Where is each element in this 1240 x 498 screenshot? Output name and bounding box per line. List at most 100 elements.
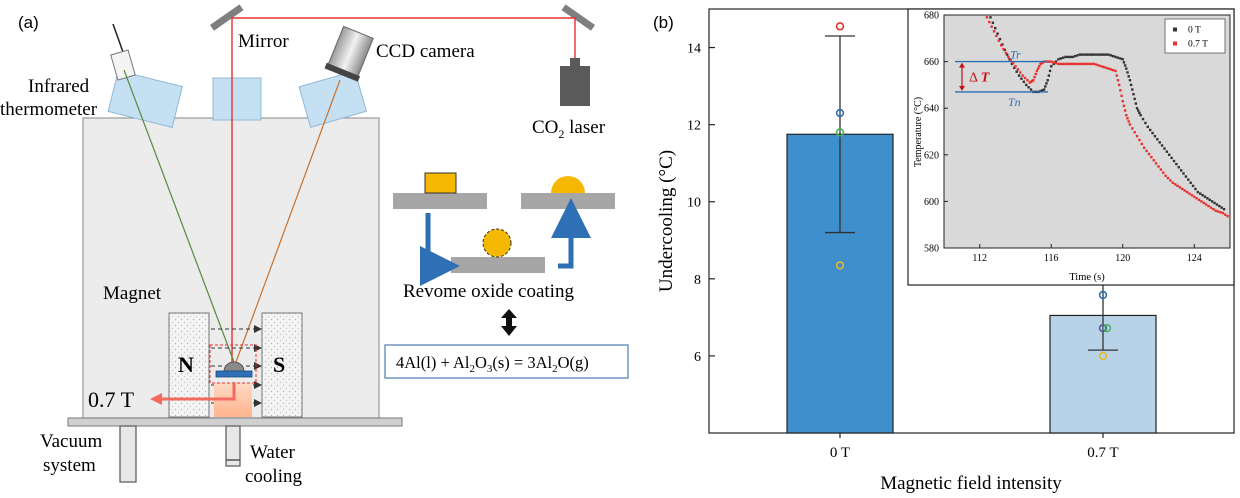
inset-point-07T: [1032, 79, 1035, 82]
inset-point-07T: [1143, 146, 1146, 150]
field-arrowhead: [150, 393, 162, 405]
inset-point-07T: [1126, 117, 1129, 120]
inset-point-07T: [1125, 113, 1128, 117]
inset-point-07T: [992, 30, 996, 33]
inset-point-07T: [1131, 127, 1134, 130]
base-plate: [67, 417, 403, 427]
inset-point-0T: [1015, 70, 1018, 73]
main-error-bars: [825, 35, 1118, 351]
inset-point-07T: [1123, 109, 1127, 112]
inset-point-0T: [1066, 55, 1070, 59]
equation-box: [384, 344, 629, 379]
oxide-cube: [424, 172, 457, 194]
inset-point-07T: [1085, 62, 1089, 66]
inset-point-07T: [995, 34, 998, 38]
data-point: [1098, 290, 1108, 300]
inset-point-07T: [1181, 187, 1184, 191]
inset-point-0T: [1203, 195, 1207, 198]
inset-point-07T: [1169, 179, 1172, 182]
inset-point-07T: [1011, 61, 1015, 65]
inset-point-0T: [1129, 83, 1133, 87]
inset-point-07T: [1216, 210, 1220, 213]
inset-point-07T: [1145, 149, 1148, 153]
inset-point-07T: [1171, 181, 1174, 184]
mirror-right: [561, 4, 596, 31]
inset-y-tick-label: 660: [924, 57, 939, 68]
inset-point-07T: [1034, 72, 1037, 76]
x-tick-label: 0 T: [830, 445, 850, 461]
inset-point-07T: [1014, 65, 1017, 68]
inset-point-0T: [1020, 77, 1023, 80]
inset-point-07T: [1115, 74, 1118, 77]
inset-point-0T: [1132, 93, 1135, 96]
legend-marker: [1173, 41, 1177, 46]
inset-point-07T: [1202, 201, 1205, 205]
inset-point-0T: [1073, 54, 1077, 58]
inset-point-0T: [1135, 107, 1139, 110]
equation: 4Al(l) + Al2O3(s) = 3Al2O(g): [396, 353, 589, 375]
inset-point-07T: [997, 39, 1001, 42]
substrate-right: [521, 193, 615, 209]
inset-point-0T: [1123, 64, 1127, 67]
inset-point-0T: [1119, 57, 1122, 60]
inset-point-0T: [1222, 207, 1226, 211]
inset-point-07T: [1188, 192, 1191, 195]
inset-point-07T: [1109, 68, 1113, 71]
inset-point-07T: [990, 25, 993, 28]
inset-point-0T: [1201, 193, 1204, 197]
inset-point-0T: [1054, 60, 1058, 63]
inset-point-0T: [1081, 53, 1084, 56]
inset-point-0T: [1027, 86, 1030, 89]
inset-point-07T: [1016, 68, 1020, 71]
inset-point-07T: [1195, 197, 1198, 200]
inset-point-0T: [1100, 53, 1103, 56]
inset-point-07T: [1081, 62, 1084, 66]
inset-point-0T: [1025, 83, 1028, 87]
inset-point-0T: [1076, 54, 1079, 57]
data-point: [835, 108, 845, 118]
inset-point-0T: [1022, 80, 1026, 83]
inset-point-07T: [1135, 134, 1139, 138]
pole-n-label: N: [178, 352, 194, 377]
inset-point-07T: [1004, 51, 1008, 55]
inset-point-0T: [996, 32, 999, 35]
inset-point-07T: [1197, 198, 1201, 202]
inset-point-07T: [1121, 100, 1124, 103]
inset-point-0T: [1061, 56, 1065, 59]
inset-point-0T: [1220, 206, 1223, 209]
inset-point-07T: [1107, 67, 1110, 70]
mirror-label: Mirror: [238, 31, 289, 52]
main-bars: [786, 133, 1157, 434]
sample-droplet: [223, 361, 245, 372]
inset-point-07T: [1007, 55, 1010, 59]
inset-point-0T: [1168, 153, 1171, 156]
inset-point-07T: [1050, 60, 1053, 63]
inset-point-0T: [1071, 55, 1074, 59]
inset-point-07T: [1023, 76, 1027, 80]
laser-beam: [231, 17, 576, 362]
inset-point-0T: [1095, 53, 1098, 56]
y-tick-label: 14: [687, 42, 701, 57]
inset-point-0T: [1029, 88, 1033, 91]
inset-point-0T: [1050, 65, 1053, 68]
inset-point-0T: [1013, 66, 1016, 70]
inset-point-0T: [1131, 88, 1134, 91]
data-point: [835, 22, 845, 31]
inset-point-07T: [1038, 65, 1041, 68]
inset-point-0T: [1148, 128, 1152, 132]
inset-point-0T: [1109, 54, 1113, 57]
inset-point-07T: [1154, 162, 1158, 165]
inset-x-tick-label: 116: [1044, 253, 1059, 264]
ir-label-line1: Infrared: [28, 76, 90, 97]
pole-s-label: S: [273, 352, 285, 377]
inset-point-07T: [1204, 203, 1208, 206]
inset-point-07T: [1095, 63, 1098, 66]
data-point: [1098, 351, 1108, 361]
inset-point-07T: [1138, 138, 1141, 142]
inset-point-0T: [1116, 56, 1120, 59]
inset-point-0T: [1179, 169, 1183, 172]
inset-point-07T: [1052, 61, 1055, 64]
magnet-label: Magnet: [103, 283, 162, 304]
inset-point-07T: [988, 20, 991, 24]
